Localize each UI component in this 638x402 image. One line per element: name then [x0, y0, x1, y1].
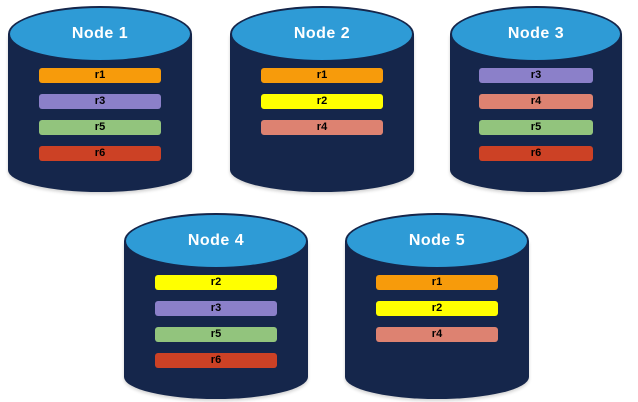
cylinder-top-ellipse — [450, 6, 622, 62]
replica-bar[interactable]: r2 — [155, 275, 277, 290]
replica-list: r2 r3 r5 r6 — [124, 275, 308, 368]
replica-bar[interactable]: r1 — [376, 275, 498, 290]
replica-bar[interactable]: r1 — [39, 68, 161, 83]
replica-bar[interactable]: r4 — [261, 120, 383, 135]
replica-list: r1 r3 r5 r6 — [8, 68, 192, 161]
cylinder-top-ellipse — [8, 6, 192, 62]
cylinder-top-ellipse — [345, 213, 529, 269]
cylinder-top-ellipse — [230, 6, 414, 62]
replica-bar[interactable]: r3 — [39, 94, 161, 109]
replica-list: r1 r2 r4 — [230, 68, 414, 135]
replica-bar[interactable]: r3 — [479, 68, 593, 83]
replica-list: r3 r4 r5 r6 — [450, 68, 622, 161]
replica-bar[interactable]: r5 — [155, 327, 277, 342]
replica-bar[interactable]: r6 — [479, 146, 593, 161]
replica-bar[interactable]: r2 — [261, 94, 383, 109]
cylinder-top-ellipse — [124, 213, 308, 269]
replica-bar[interactable]: r5 — [479, 120, 593, 135]
replica-bar[interactable]: r6 — [155, 353, 277, 368]
replica-bar[interactable]: r1 — [261, 68, 383, 83]
replica-list: r1 r2 r4 — [345, 275, 529, 342]
replica-bar[interactable]: r3 — [155, 301, 277, 316]
replica-bar[interactable]: r6 — [39, 146, 161, 161]
replica-bar[interactable]: r4 — [479, 94, 593, 109]
replica-bar[interactable]: r4 — [376, 327, 498, 342]
replica-bar[interactable]: r2 — [376, 301, 498, 316]
replica-bar[interactable]: r5 — [39, 120, 161, 135]
